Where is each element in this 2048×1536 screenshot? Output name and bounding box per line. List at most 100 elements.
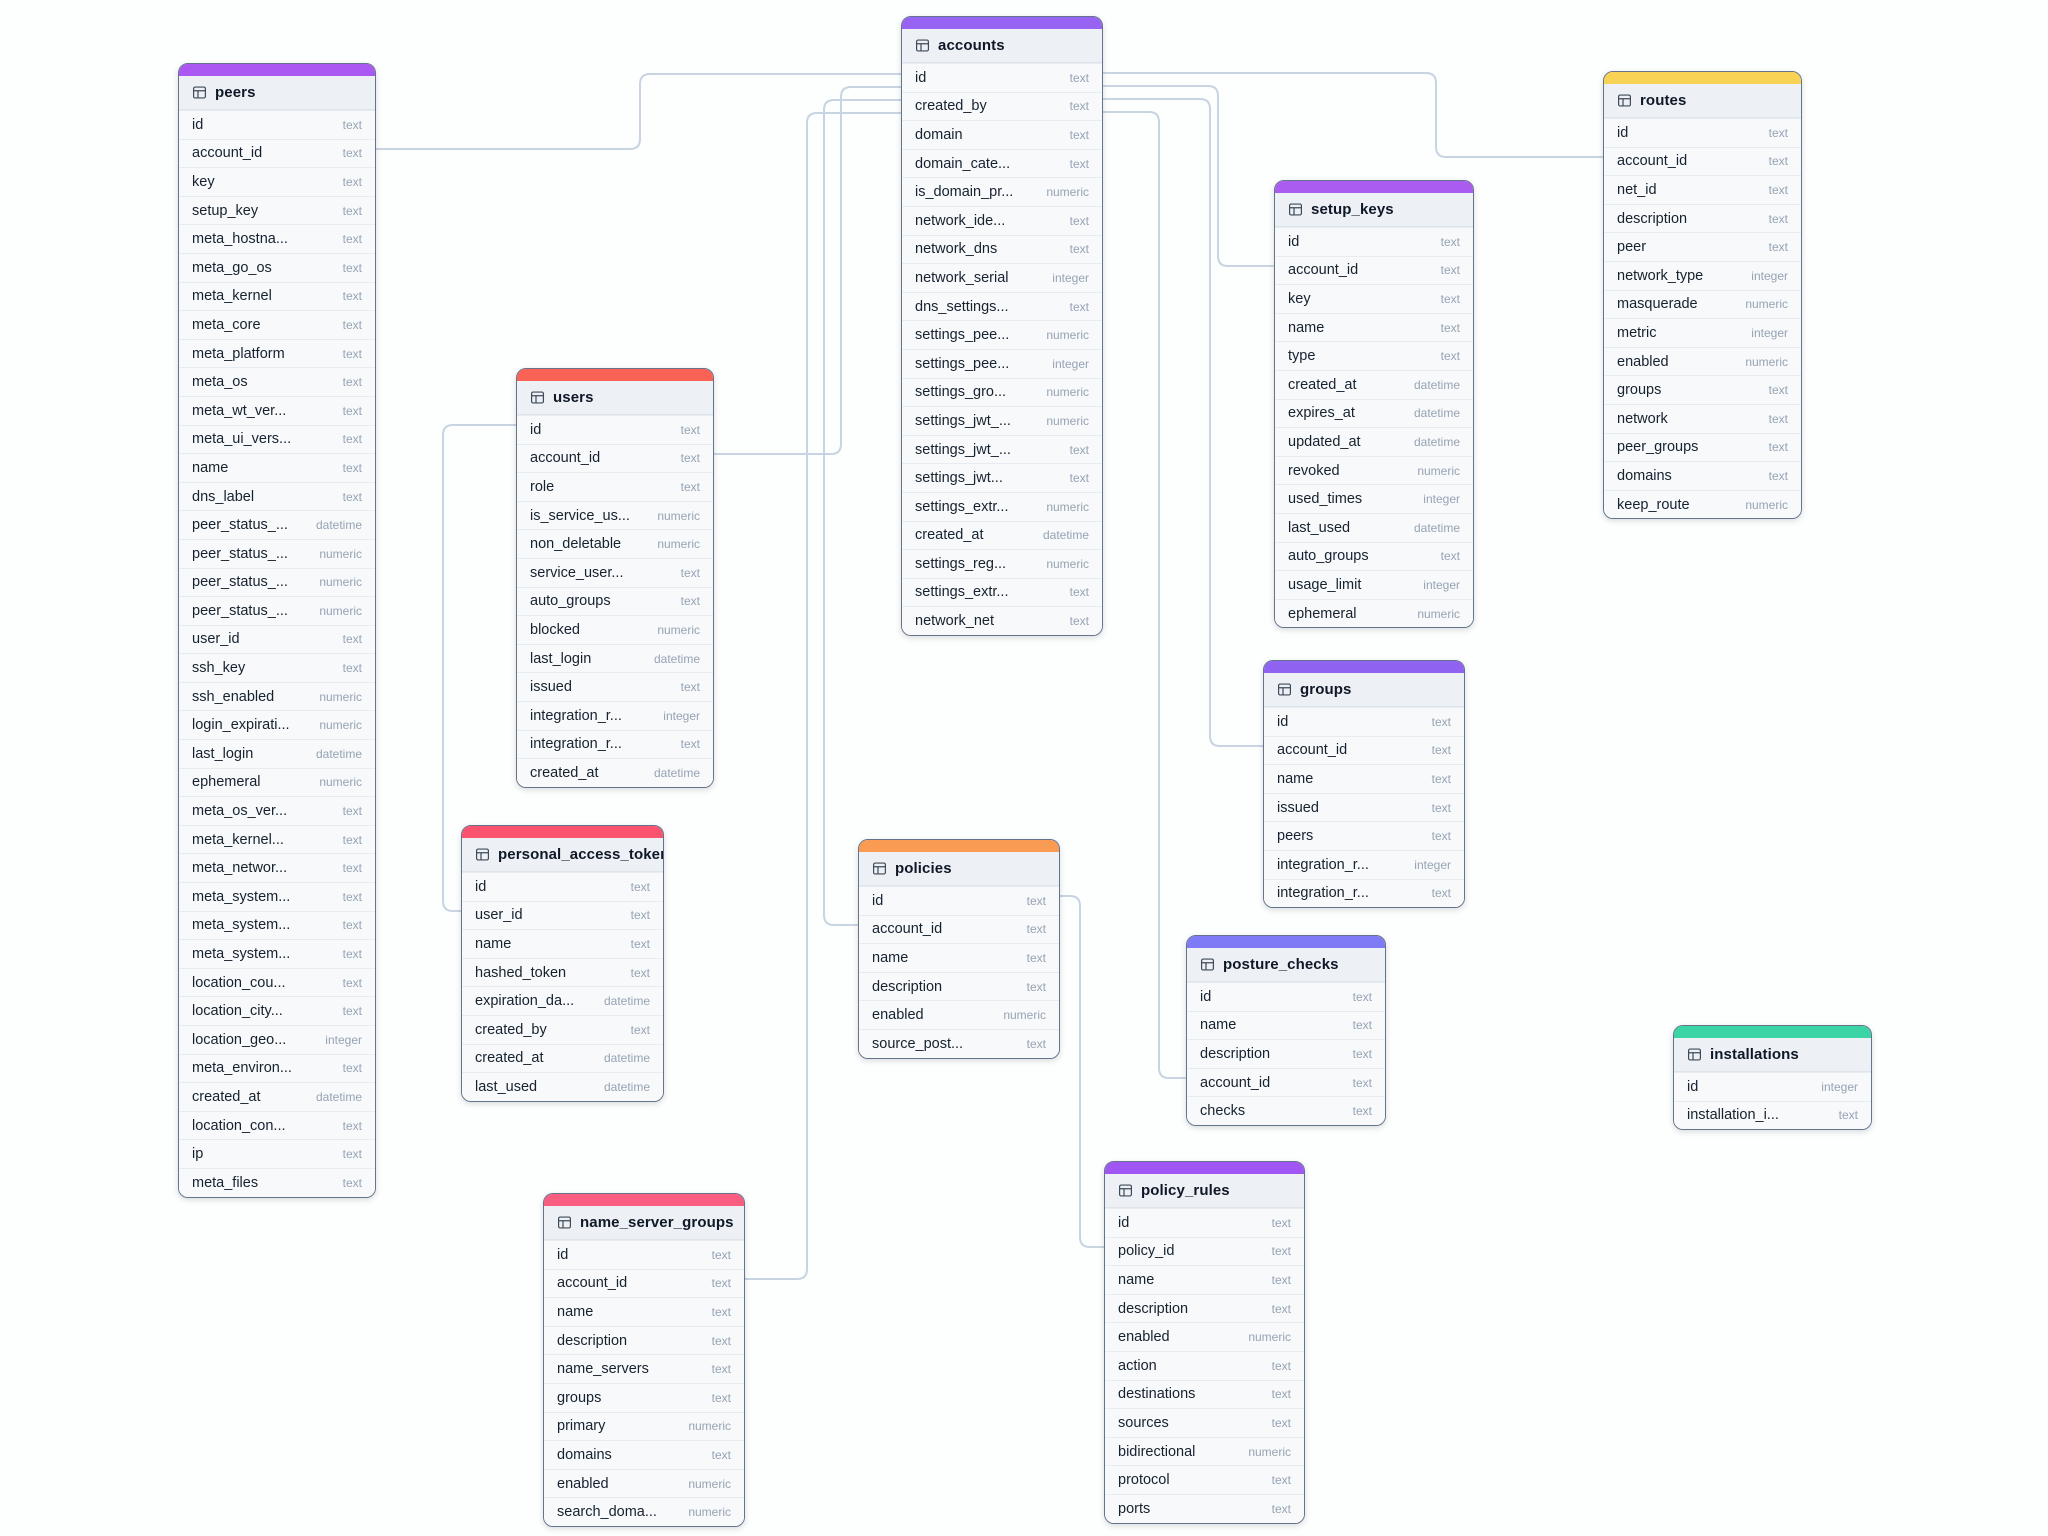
field-name: ports [1118,1500,1151,1517]
field-name: enabled [1617,353,1669,370]
field-type: numeric [1046,556,1089,571]
table-header-policies[interactable]: policies [859,852,1059,886]
table-header-setup_keys[interactable]: setup_keys [1275,193,1473,227]
field-type: numeric [1046,328,1089,343]
field-type: text [680,565,700,580]
field-type: text [1069,156,1089,171]
field-row-accounts-3: domain_cate...text [902,148,1102,178]
field-name: location_city... [192,1003,283,1020]
field-type: datetime [603,1051,650,1066]
field-name: account_id [1288,262,1359,279]
field-name: role [530,478,555,495]
field-row-accounts-13: settings_jwt_...text [902,434,1102,464]
table-header-users[interactable]: users [517,381,713,415]
field-name: settings_gro... [915,384,1007,401]
field-name: peer [1617,239,1647,256]
field-name: name [192,459,229,476]
field-name: id [1617,124,1629,141]
field-name: setup_key [192,202,259,219]
table-header-installations[interactable]: installations [1674,1038,1871,1072]
table-header-peers[interactable]: peers [179,76,375,110]
table-header-routes[interactable]: routes [1604,84,1801,118]
table-header-posture_checks[interactable]: posture_checks [1187,948,1385,982]
field-name: created_at [1288,376,1357,393]
table-header-groups[interactable]: groups [1264,673,1464,707]
table-color-strip-policy_rules [1105,1162,1304,1174]
field-type: integer [1423,577,1460,592]
table-icon [1288,203,1303,216]
table-header-policy_rules[interactable]: policy_rules [1105,1174,1304,1208]
field-type: text [1768,182,1788,197]
table-header-name_server_groups[interactable]: name_server_groups [544,1206,744,1240]
field-name: description [557,1332,628,1349]
field-name: peer_groups [1617,439,1699,456]
field-name: name [1118,1271,1155,1288]
field-name: id [1687,1078,1699,1095]
table-icon [1277,683,1292,696]
table-header-accounts[interactable]: accounts [902,29,1102,63]
field-type: text [342,832,362,847]
field-row-peers-14: peer_status_...datetime [179,510,375,539]
field-type: text [342,1004,362,1019]
field-name: id [1288,233,1300,250]
field-type: text [1069,242,1089,257]
field-type: text [711,1304,731,1319]
table-color-strip-peers [179,64,375,76]
field-name: issued [530,679,572,696]
field-type: text [342,260,362,275]
table-header-personal_access_tokens[interactable]: personal_access_tokens [462,838,663,872]
field-name: account_id [1617,153,1688,170]
field-type: text [1768,440,1788,455]
table-color-strip-accounts [902,17,1102,29]
field-type: text [342,889,362,904]
field-name: meta_core [192,316,261,333]
table-icon [915,39,930,52]
field-name: id [475,878,487,895]
field-type: text [342,661,362,676]
field-type: text [1440,291,1460,306]
field-type: datetime [603,1079,650,1094]
field-name: meta_go_os [192,259,272,276]
field-name: issued [1277,799,1319,816]
field-type: text [342,432,362,447]
field-name: ssh_enabled [192,688,275,705]
table-title: installations [1710,1046,1799,1063]
field-type: text [1440,320,1460,335]
field-name: service_user... [530,564,624,581]
field-type: text [1768,468,1788,483]
table-color-strip-posture_checks [1187,936,1385,948]
field-row-peers-16: peer_status_...numeric [179,567,375,597]
field-name: meta_os_ver... [192,803,288,820]
table-color-strip-name_server_groups [544,1194,744,1206]
field-type: text [1271,1415,1291,1430]
field-name: meta_system... [192,946,291,963]
field-name: settings_pee... [915,327,1010,344]
